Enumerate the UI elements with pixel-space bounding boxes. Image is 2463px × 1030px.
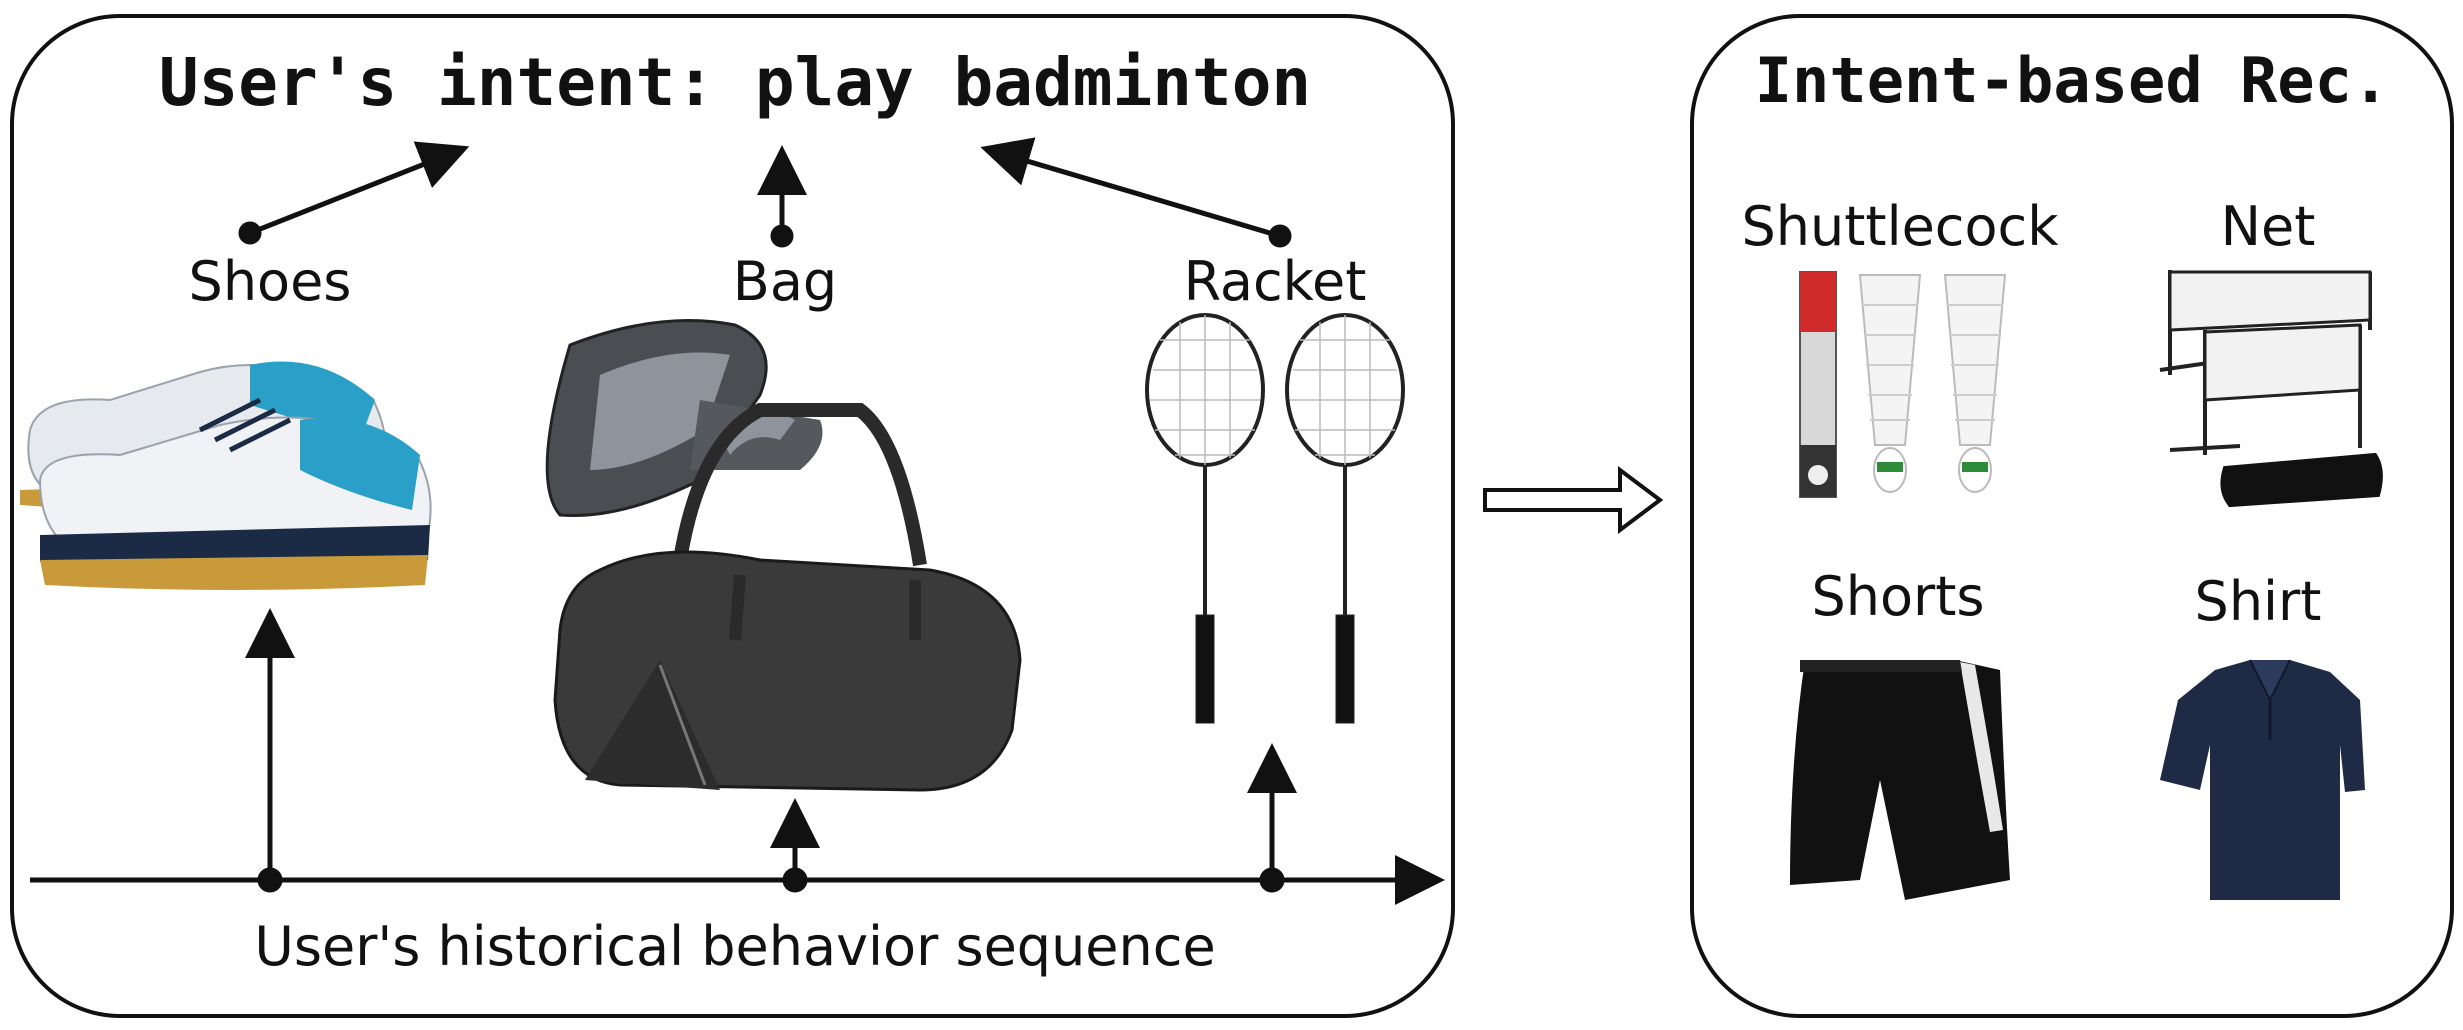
rec-title: Intent-based Rec. [1754,44,2390,117]
net-label: Net [2220,195,2316,258]
racket-image [1145,313,1405,724]
shirt-label: Shirt [2194,570,2322,633]
sequence-axis-label: User's historical behavior sequence [254,915,1216,978]
shoes-to-intent-arrow [249,141,470,236]
shorts-image [1790,660,2010,900]
timeline-axis [30,608,1445,905]
bag-label: Bag [732,250,838,313]
intent-title: User's intent: play badminton [158,44,1312,121]
intent-arrows [238,137,1292,248]
shorts-label: Shorts [1811,565,1985,628]
net-image [2159,270,2383,508]
racket-label: Racket [1183,250,1367,313]
bag-image [545,319,1022,792]
shirt-image [2160,659,2365,900]
shoes-label: Shoes [188,250,352,313]
shuttlecock-label: Shuttlecock [1741,195,2059,258]
shuttlecock-image [1799,271,2007,498]
hollow-arrow-icon [1483,466,1664,534]
shoes-image [20,361,432,590]
racket-to-intent-arrow [980,137,1281,239]
